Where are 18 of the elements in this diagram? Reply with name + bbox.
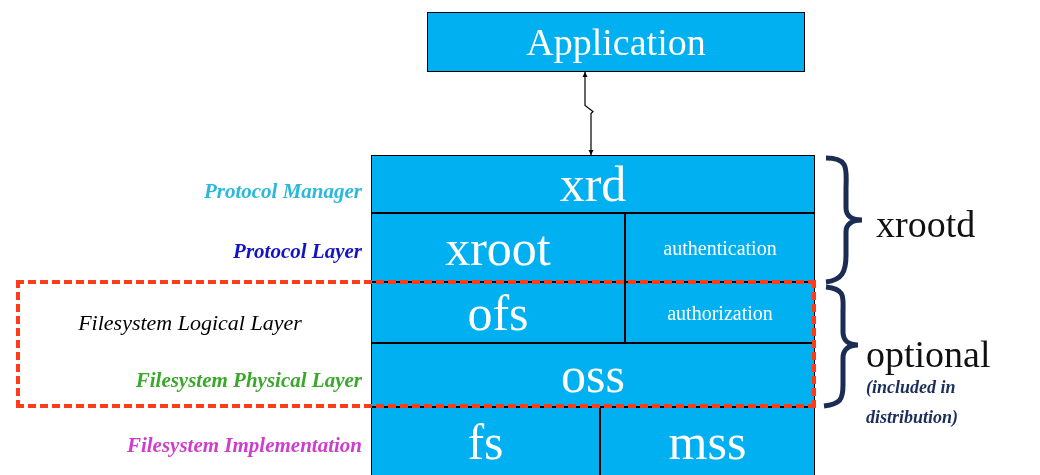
layer-box: oss xyxy=(371,343,815,407)
layer-box: authentication xyxy=(625,213,815,282)
arrow xyxy=(582,71,594,156)
layer-box: mss xyxy=(600,407,815,475)
layer-box: xrd xyxy=(371,155,815,213)
layer-label: (included in distribution) xyxy=(866,376,960,429)
layer-label: Protocol Layer xyxy=(232,238,362,265)
layer-box: ofs xyxy=(371,282,625,343)
layer-label: xrootd xyxy=(876,202,977,247)
layer-box: Application xyxy=(427,12,805,72)
layer-label: Protocol Manager xyxy=(202,178,362,205)
layer-label: Filesystem Logical Layer xyxy=(77,309,303,337)
layer-box: xroot xyxy=(371,213,625,282)
layer-label: Filesystem Implementation xyxy=(125,432,362,459)
layer-box: fs xyxy=(371,407,600,475)
layer-label: optional xyxy=(866,332,992,377)
layer-label: Filesystem Physical Layer xyxy=(134,367,362,394)
layer-box: authorization xyxy=(625,282,815,343)
